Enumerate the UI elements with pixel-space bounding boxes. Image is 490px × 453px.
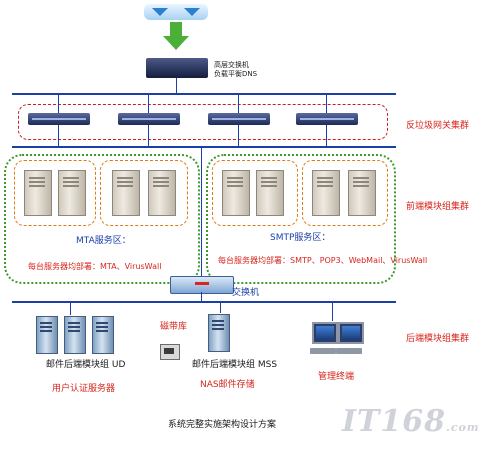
smtp-zone-title: SMTP服务区： (270, 233, 331, 243)
smtp-zone-box (206, 154, 396, 284)
diagram-caption: 系统完整实施架构设计方案 (168, 420, 277, 430)
keyboard-icon (310, 348, 336, 354)
monitor-icon (312, 322, 338, 344)
server-icon (312, 170, 340, 216)
link-line (148, 95, 149, 113)
server-icon (222, 170, 250, 216)
switch-icon (170, 276, 234, 294)
link-line (201, 147, 202, 275)
server-icon (24, 170, 52, 216)
core-switch-label-2: 负载平衡DNS (214, 70, 258, 78)
watermark-suffix: .com (445, 421, 480, 434)
watermark-brand: IT168 (342, 404, 446, 439)
bus-line-middle (12, 146, 396, 148)
server-group-box (302, 160, 388, 226)
server-icon (208, 314, 230, 352)
bus-line-bottom (12, 301, 396, 303)
mss-label: 邮件后端模块组 MSS (192, 360, 278, 370)
gateway-router-icon (118, 113, 180, 125)
server-group-box (14, 160, 96, 226)
gateway-router-icon (208, 113, 270, 125)
tape-library-icon (160, 344, 180, 360)
link-line (58, 95, 59, 113)
server-icon (112, 170, 140, 216)
gateway-router-icon (296, 113, 358, 125)
core-switch-label-1: 高层交换机 (214, 61, 249, 69)
link-line (332, 303, 333, 321)
watermark-logo: IT168.com (342, 404, 480, 439)
green-down-arrow (170, 22, 182, 36)
tape-library-label: 磁带库 (160, 322, 188, 332)
link-line (220, 303, 221, 313)
mta-zone-box (4, 154, 200, 284)
server-group-box (212, 160, 298, 226)
link-line (176, 78, 177, 94)
link-line (326, 95, 327, 113)
mss-role: NAS邮件存储 (200, 380, 255, 390)
server-icon (64, 316, 86, 354)
arrow-icon (195, 282, 209, 285)
server-icon (36, 316, 58, 354)
link-line (58, 125, 59, 147)
smtp-zone-detail: 每台服务器均部署：SMTP、POP3、WebMail、VirusWall (218, 256, 428, 265)
green-down-arrow-head (163, 36, 189, 50)
server-icon (58, 170, 86, 216)
keyboard-icon (336, 348, 362, 354)
ud-role: 用户认证服务器 (52, 384, 116, 394)
mta-zone-detail: 每台服务器均部署：MTA、VirusWall (28, 262, 162, 271)
switch-label: 交换机 (232, 288, 260, 298)
server-icon (92, 316, 114, 354)
link-line (148, 125, 149, 147)
frontend-cluster-label: 前端模块组集群 (406, 202, 470, 212)
server-icon (148, 170, 176, 216)
server-icon (348, 170, 376, 216)
gateway-router-icon (28, 113, 90, 125)
anti-spam-cluster-box (18, 104, 388, 140)
anti-spam-cluster-label: 反垃圾网关集群 (406, 121, 470, 131)
arrow-down-icon (152, 8, 168, 16)
link-line (326, 125, 327, 147)
link-line (201, 292, 202, 302)
backend-cluster-label: 后端模块组集群 (406, 334, 470, 344)
ud-label: 邮件后端模块组 UD (46, 360, 126, 370)
core-switch-icon (146, 58, 208, 78)
link-line (238, 125, 239, 147)
mta-zone-title: MTA服务区： (76, 236, 131, 246)
cloud-icon (144, 4, 208, 20)
monitor-icon (338, 322, 364, 344)
server-group-box (100, 160, 188, 226)
bus-line-top (12, 93, 396, 95)
link-line (70, 303, 71, 315)
server-icon (256, 170, 284, 216)
link-line (238, 95, 239, 113)
arrow-down-icon (184, 8, 200, 16)
terminal-label: 管理终端 (318, 372, 355, 382)
